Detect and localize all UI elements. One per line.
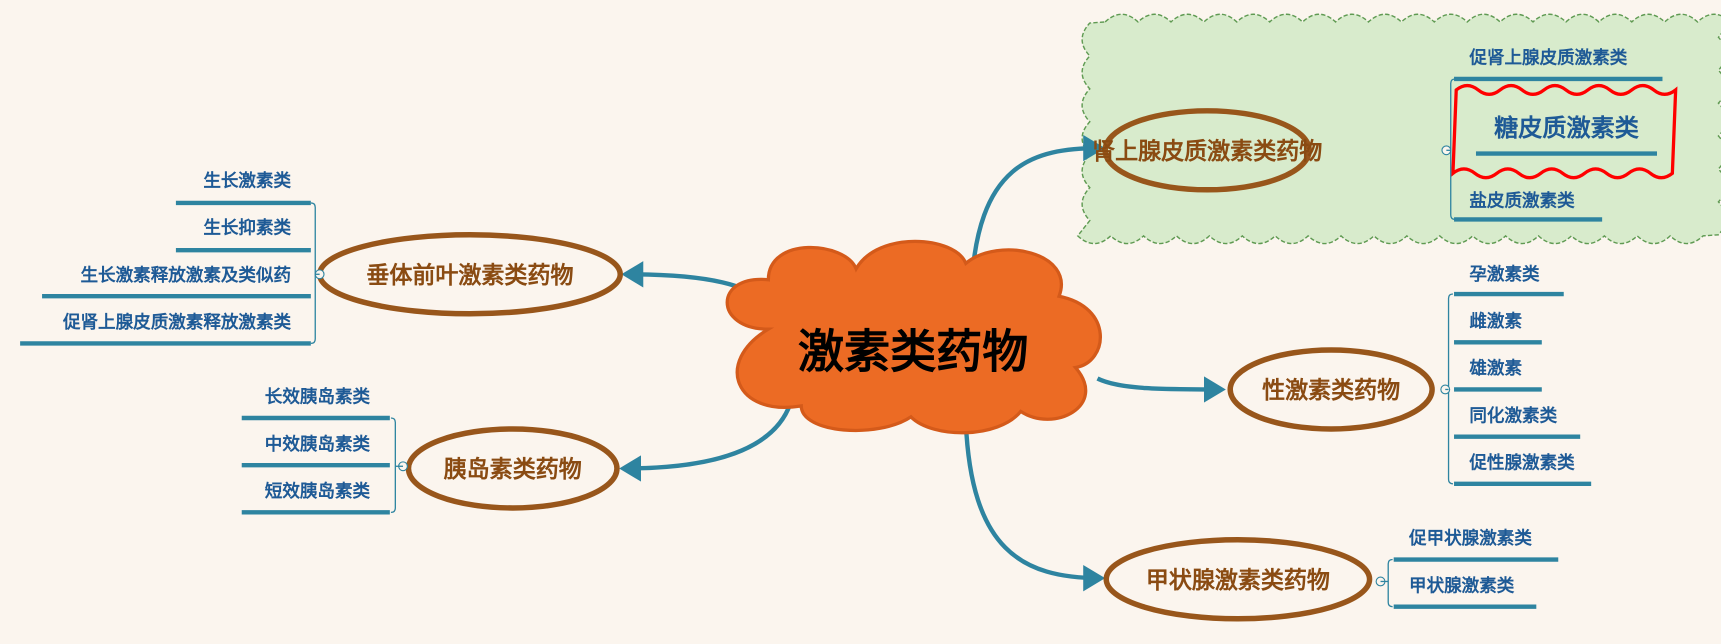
subtopic-label: 促甲状腺激素类 bbox=[1408, 528, 1532, 549]
cloud-shape bbox=[725, 239, 1102, 435]
subtopic-label: 促性腺激素类 bbox=[1468, 452, 1575, 473]
subtopic[interactable]: 雌激素 bbox=[1454, 311, 1542, 345]
subtopic[interactable]: 雄激素 bbox=[1454, 358, 1542, 392]
subtopic[interactable]: 促肾上腺皮质激素类 bbox=[1454, 48, 1663, 82]
subtopic[interactable]: 生长激素类 bbox=[175, 171, 311, 206]
subtopic[interactable]: 同化激素类 bbox=[1454, 405, 1581, 439]
subtopic[interactable]: 生长抑素类 bbox=[175, 218, 311, 253]
subtopic[interactable]: 生长激素释放激素及类似药 bbox=[42, 265, 311, 299]
subtopic-label: 生长激素类 bbox=[203, 171, 291, 192]
connector-thyroid bbox=[963, 422, 1106, 592]
topic-sex-hormones[interactable]: 性激素类药物 bbox=[1227, 347, 1435, 432]
topic-label: 胰岛素类药物 bbox=[443, 456, 582, 483]
subtopic-label: 雄激素 bbox=[1468, 358, 1522, 379]
connector-adrenal bbox=[969, 134, 1106, 291]
topic-insulin[interactable]: 胰岛素类药物 bbox=[405, 426, 620, 511]
topic-label: 肾上腺皮质激素类药物 bbox=[1092, 138, 1322, 165]
central-topic-label: 激素类药物 bbox=[798, 325, 1028, 379]
subtopic[interactable]: 中效胰岛素类 bbox=[241, 434, 390, 468]
central-topic[interactable]: 激素类药物 bbox=[725, 239, 1102, 435]
branch-bracket bbox=[1387, 558, 1393, 608]
subtopic[interactable]: 长效胰岛素类 bbox=[241, 387, 390, 421]
subtopic[interactable]: 甲状腺激素类 bbox=[1393, 575, 1537, 609]
subtopic-label: 雌激素 bbox=[1469, 311, 1522, 332]
subtopic-label: 中效胰岛素类 bbox=[265, 434, 371, 455]
subtopic-label: 短效胰岛素类 bbox=[265, 481, 371, 502]
topic-label: 垂体前叶激素类药物 bbox=[366, 262, 573, 289]
topic-label: 甲状腺激素类药物 bbox=[1146, 567, 1330, 594]
subtopic[interactable]: 盐皮质激素类 bbox=[1454, 190, 1603, 222]
subtopic-label: 甲状腺激素类 bbox=[1409, 575, 1515, 596]
topic-pituitary[interactable]: 垂体前叶激素类药物 bbox=[316, 232, 623, 317]
topic-adrenal[interactable]: 肾上腺皮质激素类药物 bbox=[1092, 108, 1322, 193]
subtopic-label: 糖皮质激素类 bbox=[1494, 114, 1640, 142]
branch-bracket bbox=[310, 202, 316, 345]
connector-sex bbox=[1096, 376, 1226, 403]
connector-insulin bbox=[619, 402, 793, 482]
subtopic-label: 促肾上腺皮质激素类 bbox=[1468, 48, 1627, 69]
branch-bracket bbox=[390, 417, 396, 514]
topic-label: 性激素类药物 bbox=[1262, 377, 1400, 404]
subtopic[interactable]: 促甲状腺激素类 bbox=[1393, 528, 1559, 562]
subtopic[interactable]: 孕激素类 bbox=[1454, 264, 1564, 297]
subtopic[interactable]: 糖皮质激素类 bbox=[1475, 114, 1657, 156]
topic-thyroid[interactable]: 甲状腺激素类药物 bbox=[1103, 537, 1373, 622]
subtopic[interactable]: 促性腺激素类 bbox=[1454, 452, 1592, 487]
subtopic-label: 长效胰岛素类 bbox=[265, 387, 371, 408]
subtopic[interactable]: 短效胰岛素类 bbox=[241, 481, 390, 515]
subtopic-label: 生长抑素类 bbox=[203, 218, 291, 239]
subtopic-label: 盐皮质激素类 bbox=[1469, 190, 1575, 211]
subtopic[interactable]: 促肾上腺皮质激素释放激素类 bbox=[20, 312, 311, 346]
subtopic-label: 促肾上腺皮质激素释放激素类 bbox=[62, 312, 292, 333]
subtopic-label: 同化激素类 bbox=[1469, 405, 1557, 426]
subtopic-label: 孕激素类 bbox=[1469, 264, 1540, 285]
subtopic-label: 生长激素释放激素及类似药 bbox=[81, 265, 292, 286]
